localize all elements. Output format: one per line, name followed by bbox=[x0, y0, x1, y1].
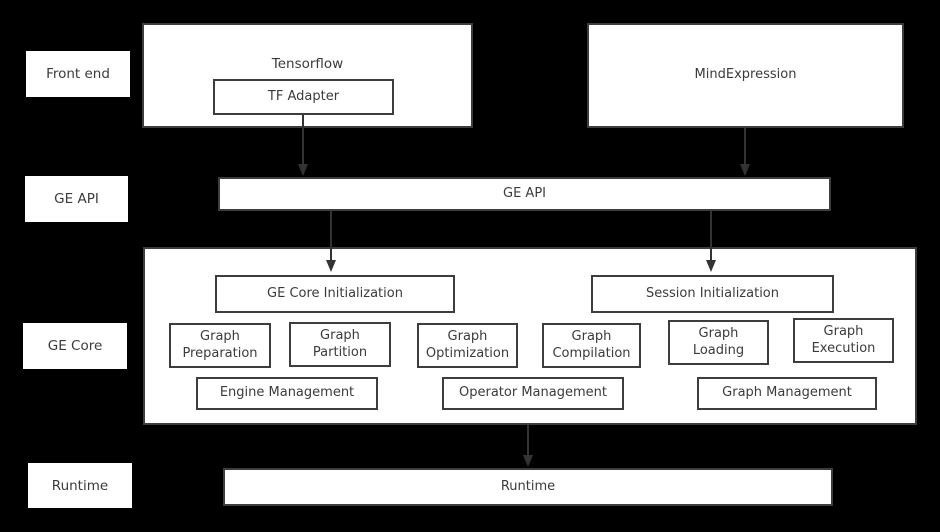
graph-optimization-box: Graph Optimization bbox=[417, 323, 518, 368]
row-label-front-end: Front end bbox=[26, 51, 130, 97]
runtime-bar: Runtime bbox=[223, 468, 833, 506]
graph-compilation-box: Graph Compilation bbox=[542, 323, 641, 368]
operator-management-box: Operator Management bbox=[442, 377, 624, 410]
session-initialization-box: Session Initialization bbox=[591, 275, 834, 313]
graph-execution-box: Graph Execution bbox=[793, 318, 894, 363]
tensorflow-box: Tensorflow TF Adapter bbox=[142, 23, 473, 128]
graph-partition-box: Graph Partition bbox=[289, 322, 391, 367]
row-label-ge-core: GE Core bbox=[23, 323, 127, 369]
arrow-ge-api-to-session-initialization bbox=[706, 211, 716, 272]
graph-loading-box: Graph Loading bbox=[668, 320, 769, 365]
mindexpression-box: MindExpression bbox=[587, 23, 904, 128]
ge-api-bar: GE API bbox=[218, 177, 831, 211]
graph-preparation-box: Graph Preparation bbox=[169, 323, 271, 368]
ge-core-initialization-box: GE Core Initialization bbox=[215, 275, 455, 313]
arrow-ge-core-to-runtime bbox=[523, 425, 533, 467]
engine-management-box: Engine Management bbox=[196, 377, 378, 410]
tensorflow-label: Tensorflow bbox=[271, 56, 344, 72]
row-label-runtime: Runtime bbox=[28, 463, 132, 508]
arrow-ge-api-to-ge-core-initialization bbox=[326, 211, 336, 272]
arrow-tf-adapter-to-ge-api bbox=[298, 115, 308, 176]
arrow-mindexpression-to-ge-api bbox=[740, 128, 750, 176]
row-label-ge-api: GE API bbox=[25, 176, 128, 222]
tf-adapter-box: TF Adapter bbox=[213, 79, 394, 115]
graph-management-box: Graph Management bbox=[697, 377, 877, 410]
ge-core-box: GE Core Initialization Session Initializ… bbox=[143, 247, 917, 425]
